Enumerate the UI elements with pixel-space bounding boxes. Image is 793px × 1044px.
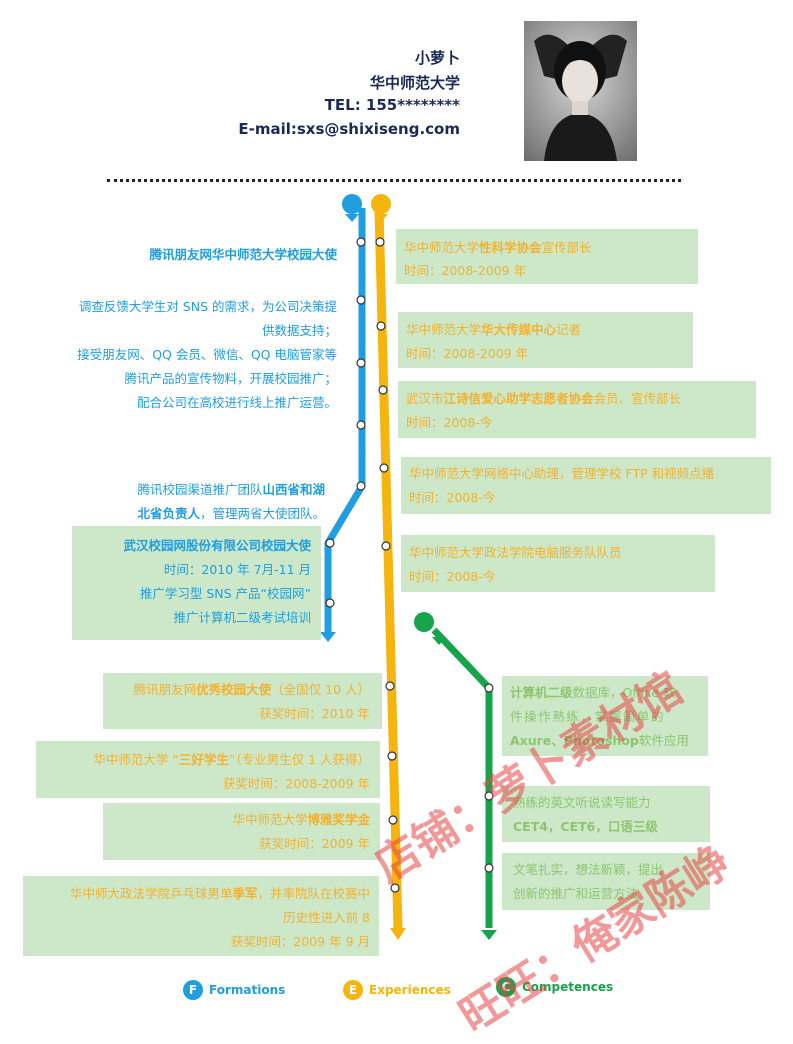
resume-phone: TEL: 155******** [324,96,460,114]
experience-1-time: 时间：2008-2009 年 [404,263,527,278]
experience-1-title: 华中师范大学性科学协会宣传部长 [404,240,592,255]
competence-1-line2: 件操作熟练，掌握简单的 [510,709,666,724]
formation-desc-4: 腾讯产品的宣传物料，开展校园推广； [124,371,337,386]
legend-formations-label: Formations [209,983,286,997]
award-1-title: 腾讯朋友网优秀校园大使（全国仅 10 人） [133,682,370,697]
resume-email: E-mail:sxs@shixiseng.com [238,120,460,138]
legend-competences-label: Competences [522,980,614,994]
experience-2-title: 华中师范大学华大传媒中心记者 [406,322,582,337]
award-box-2 [36,741,380,798]
award-2-title: 华中师范大学 “三好学生”（专业男生仅 1 人获得） [93,752,370,767]
legend-formations-icon: F [183,980,203,1000]
award-3-title: 华中师范大学博雅奖学金 [232,812,370,827]
formation-wuhan-box [72,526,321,640]
experience-4-time: 时间：2008-今 [409,490,496,505]
formation-desc-5: 配合公司在高校进行线上推广运营。 [136,395,337,410]
award-4-time: 获奖时间：2009 年 9 月 [230,934,370,949]
formation-wuhan-time: 时间：2010 年 7月-11 月 [163,562,311,577]
experience-4-title: 华中师范大学网络中心助理，管理学校 FTP 和视频点播 [409,466,715,481]
award-4-line2: 历史性进入前 8 [283,910,370,925]
competence-3-line1: 文笔扎实，想法新颖，提出 [513,862,664,877]
award-3-time: 获奖时间：2009 年 [259,836,370,851]
legend-experiences-icon: E [343,980,363,1000]
experience-5-time: 时间：2008-今 [409,569,496,584]
competence-3-line2: 创新的推广和运营方法 [513,886,639,901]
formation-team-line2: 北省负责人，管理两省大使团队。 [137,506,325,521]
resume-school: 华中师范大学 [369,74,460,92]
experience-box-5 [401,535,715,592]
formation-wuhan-line3: 推广学习型 SNS 产品“校园网” [139,586,311,601]
experience-box-1 [396,229,698,284]
formation-desc-3: 接受朋友网、QQ 会员、微信、QQ 电脑管家等 [77,347,337,362]
formation-desc-1: 调查反馈大学生对 SNS 的需求，为公司决策提 [78,299,337,314]
competence-box-3 [502,853,710,910]
formation-desc-2: 供数据支持； [261,323,337,338]
legend-competences: C Competences [496,977,613,997]
resume-name: 小萝卜 [414,49,460,67]
experience-3-title: 武汉市江诗信爱心助学志愿者协会会员、宣传部长 [406,391,682,406]
award-box-4 [23,876,379,956]
legend-experiences: E Experiences [343,980,451,1000]
competence-box-2 [502,786,710,842]
formation-wuhan-line4: 推广计算机二级考试培训 [173,610,311,625]
legend-competences-icon: C [496,977,516,997]
award-1-time: 获奖时间：2010 年 [259,706,370,721]
competence-2-line1: 熟练的英文听说读写能力 [513,795,651,810]
award-box-3 [103,803,380,860]
experience-3-time: 时间：2008-今 [406,415,493,430]
competence-1-line1: 计算机二级数据库，Office 软 [510,685,676,700]
profile-photo [524,21,637,161]
award-box-1 [103,673,382,729]
experience-box-4 [401,457,771,514]
formation-wuhan-title: 武汉校园网股份有限公司校园大使 [123,538,311,553]
experience-box-2 [398,312,693,368]
timeline-graphic [320,194,497,940]
legend-experiences-label: Experiences [369,983,451,997]
award-2-time: 获奖时间：2008-2009 年 [222,776,370,791]
experience-5-title: 华中师范大学政法学院电脑服务队队员 [409,545,622,560]
legend-formations: F Formations [183,980,285,1000]
formation-team-line1: 腾讯校园渠道推广团队山西省和湖 [137,482,325,497]
award-4-title: 华中师大政法学院乒乓球男单季军，并率院队在校赛中 [69,886,370,901]
experience-2-time: 时间：2008-2009 年 [406,346,529,361]
competence-1-line3: Axure、Photoshop软件应用 [510,733,689,748]
header-divider [107,179,681,182]
competence-2-line2: CET4，CET6，口语三级 [513,819,658,834]
experience-box-3 [398,381,756,438]
competence-box-1 [502,676,708,756]
formation-title: 腾讯朋友网华中师范大学校园大使 [149,247,337,262]
